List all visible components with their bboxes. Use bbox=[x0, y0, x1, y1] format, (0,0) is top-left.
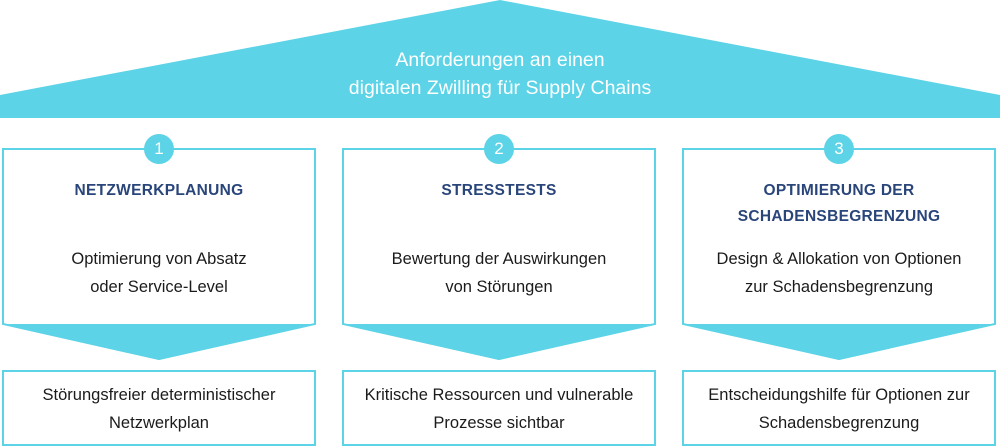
result-2-line2: Prozesse sichtbar bbox=[433, 414, 565, 432]
result-3-text: Entscheidungshilfe für Optionen zur Scha… bbox=[684, 381, 994, 437]
result-2-text: Kritische Ressourcen und vulnerable Proz… bbox=[344, 381, 654, 437]
pillar-3-title: OPTIMIERUNG DER SCHADENSBEGRENZUNG bbox=[682, 178, 996, 230]
result-1-line2: Netzwerkplan bbox=[109, 414, 209, 432]
result-1-line1: Störungsfreier deterministischer bbox=[42, 386, 276, 404]
pillar-1-description-line2: oder Service-Level bbox=[90, 278, 228, 296]
pillar-2-frame bbox=[342, 148, 656, 361]
pillar-1-frame bbox=[1, 148, 316, 361]
result-3-line1: Entscheidungshilfe für Optionen zur bbox=[708, 386, 970, 404]
result-box-2: Kritische Ressourcen und vulnerable Proz… bbox=[342, 370, 656, 446]
pillar-1-description-line1: Optimierung von Absatz bbox=[71, 250, 247, 268]
pillar-1-number-badge: 1 bbox=[144, 134, 174, 164]
pillar-3-description-line1: Design & Allokation von Optionen bbox=[716, 250, 962, 268]
pillar-3-frame bbox=[682, 148, 996, 361]
pillar-1-title-line1: NETZWERKPLANUNG bbox=[74, 182, 244, 199]
pillar-3-title-line2: SCHADENSBEGRENZUNG bbox=[737, 208, 941, 225]
result-box-1: Störungsfreier deterministischer Netzwer… bbox=[2, 370, 316, 446]
pillar-2-number-badge: 2 bbox=[484, 134, 514, 164]
pillar-3-title-line1: OPTIMIERUNG DER bbox=[763, 182, 915, 199]
result-1-text: Störungsfreier deterministischer Netzwer… bbox=[4, 381, 314, 437]
pillar-1-title: NETZWERKPLANUNG bbox=[2, 178, 316, 204]
pillar-1-description: Optimierung von Absatz oder Service-Leve… bbox=[2, 245, 316, 301]
result-box-3: Entscheidungshilfe für Optionen zur Scha… bbox=[682, 370, 996, 446]
roof-title: Anforderungen an einen digitalen Zwillin… bbox=[0, 46, 1000, 102]
result-2-line1: Kritische Ressourcen und vulnerable bbox=[364, 386, 634, 404]
pillar-2-description: Bewertung der Auswirkungen von Störungen bbox=[342, 245, 656, 301]
pillar-3-number-badge: 3 bbox=[824, 134, 854, 164]
roof-title-line2: digitalen Zwilling für Supply Chains bbox=[348, 77, 652, 99]
result-3-line2: Schadensbegrenzung bbox=[758, 414, 920, 432]
pillar-2-title: STRESSTESTS bbox=[342, 178, 656, 204]
roof-banner bbox=[0, 0, 1000, 118]
pillar-2-description-line2: von Störungen bbox=[445, 278, 553, 296]
pillar-3-description: Design & Allokation von Optionen zur Sch… bbox=[682, 245, 996, 301]
pillar-2-description-line1: Bewertung der Auswirkungen bbox=[391, 250, 607, 268]
pillar-3-description-line2: zur Schadensbegrenzung bbox=[744, 278, 934, 296]
pillar-2-title-line1: STRESSTESTS bbox=[441, 182, 557, 199]
roof-title-line1: Anforderungen an einen bbox=[395, 49, 605, 71]
